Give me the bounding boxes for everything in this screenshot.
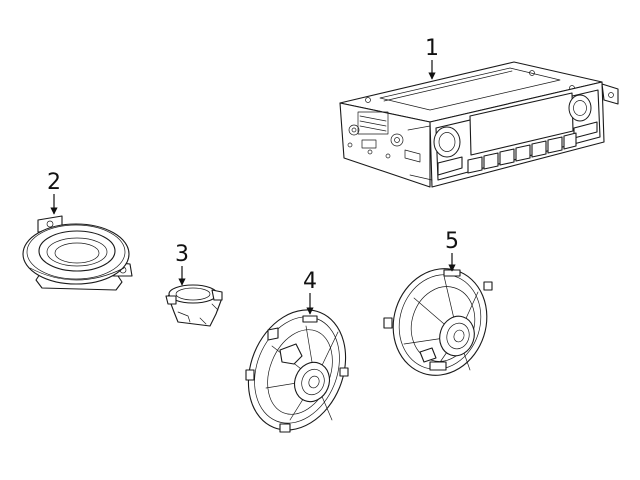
tweeter-3	[165, 284, 223, 327]
callout-3: 3	[175, 242, 189, 286]
radio-head-unit	[339, 61, 619, 188]
speaker-2	[22, 215, 133, 291]
preset-buttons	[467, 132, 577, 174]
speaker-5	[383, 268, 493, 376]
callout-4-number: 4	[303, 269, 317, 294]
speaker-4	[245, 309, 349, 433]
callout-1: 1	[425, 36, 439, 80]
callout-2-number: 2	[47, 170, 61, 195]
callout-1-number: 1	[425, 36, 439, 61]
callout-5: 5	[445, 229, 459, 272]
callout-4: 4	[303, 269, 317, 315]
callout-2: 2	[47, 170, 61, 215]
callout-3-number: 3	[175, 242, 189, 267]
callout-5-number: 5	[445, 229, 459, 254]
